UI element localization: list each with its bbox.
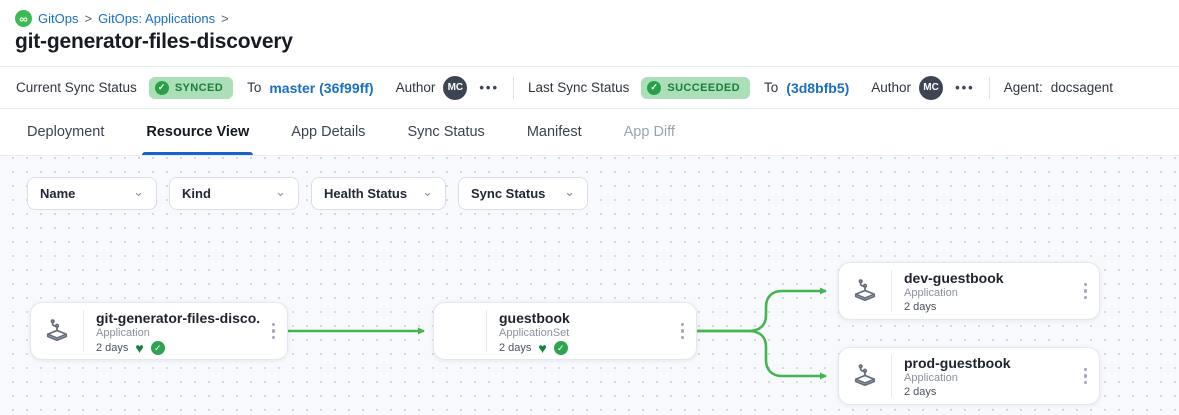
tab-deployment[interactable]: Deployment: [27, 124, 105, 140]
health-heart-icon: ♥: [135, 340, 144, 356]
agent-value: docsagent: [1050, 80, 1114, 95]
agent-label: Agent:: [1003, 80, 1043, 95]
last-author-label: Author: [871, 80, 912, 95]
sync-status-bar: Current Sync Status ✓ SYNCED To master (…: [0, 66, 1179, 109]
chevron-down-icon: ⌄: [422, 183, 433, 199]
current-sync-status-badge-label: SYNCED: [174, 81, 224, 94]
current-sync-status-label: Current Sync Status: [16, 80, 137, 95]
node-menu-kebab-icon[interactable]: [260, 303, 288, 359]
filter-name-dropdown[interactable]: Name ⌄: [27, 177, 157, 210]
resource-graph-canvas: Name ⌄ Kind ⌄ Health Status ⌄ Sync Statu…: [0, 156, 1179, 415]
current-sync-status-badge: ✓ SYNCED: [148, 76, 234, 99]
tab-app-details[interactable]: App Details: [291, 124, 366, 140]
node-menu-kebab-icon[interactable]: [1072, 263, 1100, 319]
graph-node-guestbook[interactable]: guestbook ApplicationSet 2 days ♥ ✓: [433, 302, 697, 360]
node-body: prod-guestbook Application 2 days: [892, 348, 1072, 404]
page-header: ∞ GitOps > GitOps: Applications > git-ge…: [0, 0, 1179, 66]
graph-node-git-generator-files-discovery[interactable]: git-generator-files-disco... Application…: [30, 302, 288, 360]
tab-app-diff: App Diff: [623, 124, 675, 140]
node-body: guestbook ApplicationSet 2 days ♥ ✓: [487, 303, 669, 359]
graph-node-dev-guestbook[interactable]: dev-guestbook Application 2 days: [838, 262, 1100, 320]
last-sync-status-label: Last Sync Status: [528, 80, 630, 95]
node-body: dev-guestbook Application 2 days: [892, 263, 1072, 319]
application-resource-icon: [839, 348, 891, 404]
node-divider: [891, 355, 892, 397]
filter-label: Sync Status: [471, 186, 546, 201]
last-commit-link[interactable]: (3d8bfb5): [786, 79, 850, 96]
gitops-logo-icon: ∞: [15, 10, 32, 27]
current-to-label: To: [247, 80, 262, 95]
node-body: git-generator-files-disco... Application…: [84, 303, 260, 359]
applicationset-icon-placeholder: [434, 303, 486, 359]
node-kind: Application: [904, 287, 958, 299]
tab-bar: Deployment Resource View App Details Syn…: [0, 109, 1179, 156]
filter-health-status-dropdown[interactable]: Health Status ⌄: [311, 177, 446, 210]
node-kind: Application: [96, 327, 150, 339]
chevron-down-icon: ⌄: [564, 183, 575, 199]
tab-manifest[interactable]: Manifest: [526, 124, 582, 140]
current-commit-link[interactable]: master (36f99ff): [269, 79, 374, 96]
last-more-menu-icon[interactable]: •••: [955, 80, 975, 95]
last-sync-status-badge-label: SUCCEEDED: [667, 81, 741, 94]
node-title: guestbook: [499, 310, 570, 326]
current-author-avatar: MC: [443, 75, 468, 100]
last-author-avatar: MC: [919, 75, 944, 100]
tab-sync-status[interactable]: Sync Status: [407, 124, 485, 140]
node-age: 2 days: [96, 342, 129, 354]
filter-kind-dropdown[interactable]: Kind ⌄: [169, 177, 299, 210]
health-heart-icon: ♥: [538, 340, 547, 356]
chevron-down-icon: ⌄: [133, 183, 144, 199]
last-sync-status-badge: ✓ SUCCEEDED: [641, 76, 751, 99]
filter-label: Health Status: [324, 186, 408, 201]
badge-check-icon: ✓: [154, 80, 169, 95]
node-age: 2 days: [904, 301, 937, 313]
last-to-label: To: [764, 80, 779, 95]
node-title: git-generator-files-disco...: [96, 310, 260, 326]
breadcrumb-link-applications[interactable]: GitOps: Applications: [98, 11, 216, 26]
page-title: git-generator-files-discovery: [15, 30, 293, 53]
statusbar-divider: [988, 76, 990, 99]
statusbar-divider: [513, 76, 515, 99]
tab-resource-view[interactable]: Resource View: [142, 109, 254, 155]
chevron-down-icon: ⌄: [275, 183, 286, 199]
filter-label: Name: [40, 186, 76, 201]
filter-bar: Name ⌄ Kind ⌄ Health Status ⌄ Sync Statu…: [27, 177, 588, 210]
filter-sync-status-dropdown[interactable]: Sync Status ⌄: [458, 177, 588, 210]
sync-check-icon: ✓: [553, 341, 568, 355]
application-resource-icon: [31, 303, 83, 359]
current-more-menu-icon[interactable]: •••: [479, 80, 500, 95]
sync-check-icon: ✓: [150, 341, 165, 355]
node-title: dev-guestbook: [904, 270, 1004, 286]
breadcrumb-link-gitops[interactable]: GitOps: [38, 11, 79, 26]
breadcrumb-separator: >: [221, 11, 229, 26]
node-divider: [83, 310, 84, 352]
breadcrumb: ∞ GitOps > GitOps: Applications >: [15, 10, 229, 27]
badge-check-icon: ✓: [647, 80, 662, 95]
breadcrumb-separator: >: [84, 11, 93, 26]
node-divider: [486, 310, 487, 352]
node-menu-kebab-icon[interactable]: [1072, 348, 1100, 404]
node-age: 2 days: [499, 342, 532, 354]
node-divider: [891, 270, 892, 312]
node-kind: ApplicationSet: [499, 327, 570, 339]
node-age: 2 days: [904, 386, 937, 398]
application-resource-icon: [839, 263, 891, 319]
filter-label: Kind: [182, 186, 211, 201]
node-menu-kebab-icon[interactable]: [669, 303, 697, 359]
node-title: prod-guestbook: [904, 355, 1011, 371]
node-kind: Application: [904, 372, 958, 384]
graph-node-prod-guestbook[interactable]: prod-guestbook Application 2 days: [838, 347, 1100, 405]
current-author-label: Author: [395, 80, 436, 95]
